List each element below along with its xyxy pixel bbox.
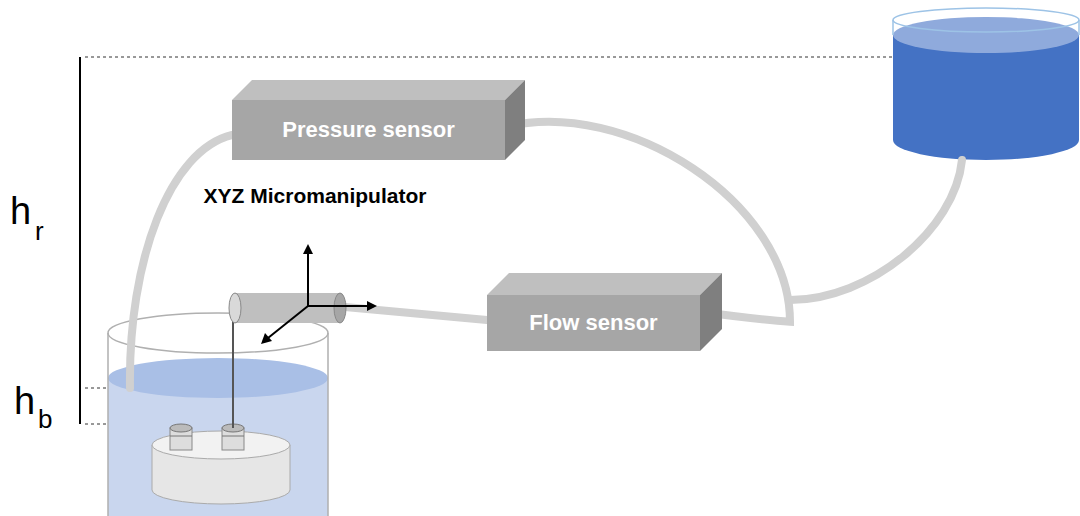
height-symbol: h bbox=[14, 380, 35, 423]
component-label: XYZ Micromanipulator bbox=[185, 183, 445, 208]
tubing bbox=[130, 135, 962, 388]
sensor-label: Flow sensor bbox=[529, 310, 657, 336]
height-line bbox=[79, 57, 81, 424]
beaker bbox=[108, 313, 328, 516]
micromanipulator bbox=[229, 244, 377, 344]
sensor-box: Pressure sensor bbox=[232, 100, 505, 160]
sensor-label: Pressure sensor bbox=[282, 117, 454, 143]
sensor-box: Flow sensor bbox=[487, 295, 700, 351]
height-subscript: r bbox=[35, 216, 44, 247]
height-symbol: h bbox=[10, 190, 31, 233]
height-subscript: b bbox=[38, 404, 52, 435]
reservoir bbox=[893, 8, 1079, 160]
dashed-level bbox=[85, 57, 1000, 58]
needle bbox=[232, 318, 234, 428]
